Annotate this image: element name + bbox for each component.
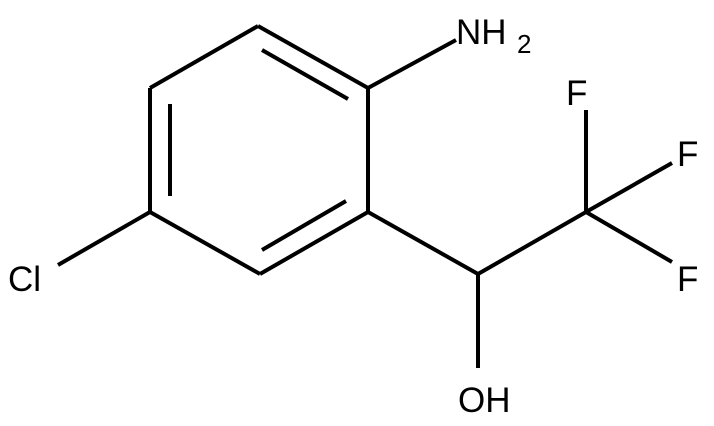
ring-bond-c4-c5 (149, 210, 261, 276)
bond-cf3-to-fluorine-bottom (584, 210, 674, 264)
bond-ring-to-amine (367, 38, 457, 90)
amine-label-main: NH (456, 13, 507, 52)
ring-bond-c3-c4 (259, 210, 369, 276)
bond-carbinol-to-cf3 (477, 210, 587, 276)
hydroxyl-label: OH (458, 381, 511, 420)
fluorine-bottom-label: F (677, 260, 698, 299)
benzene-ring (148, 24, 370, 276)
bond-ring-to-carbinol (367, 210, 479, 276)
amine-label-subscript: 2 (517, 29, 531, 59)
bond-cf3-to-fluorine-middle (585, 161, 673, 214)
bond-ring-to-chlorine (57, 210, 151, 267)
fluorine-middle-label: F (677, 135, 698, 174)
ring-bond-c1-c2 (257, 24, 369, 90)
ring-double-bond-inner-bottom (260, 199, 348, 252)
chlorine-label: Cl (8, 260, 41, 299)
ring-bond-c6-c1 (149, 24, 259, 90)
amine-label: NH 2 (456, 13, 531, 59)
ring-double-bond-inner-top (261, 48, 349, 101)
fluorine-top-label: F (566, 74, 587, 113)
